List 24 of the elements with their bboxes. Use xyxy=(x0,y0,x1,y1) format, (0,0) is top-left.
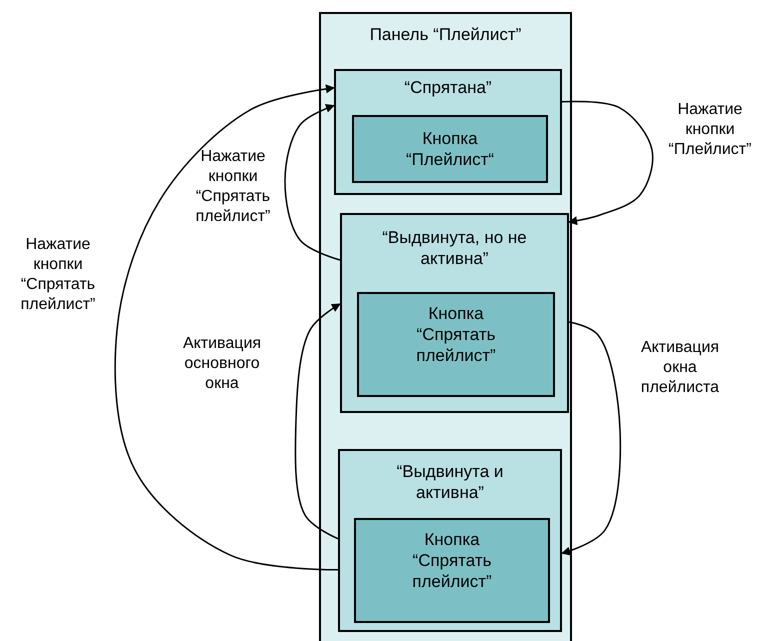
button-box xyxy=(357,292,555,397)
edge-label: Нажатие кнопки “Спрятать плейлист” xyxy=(20,235,96,315)
panel-box xyxy=(319,12,572,641)
arrow xyxy=(114,84,338,571)
button-label: Кнопка “Спрятать плейлист” xyxy=(415,303,497,366)
arrow xyxy=(561,321,622,556)
button-box xyxy=(354,518,550,623)
arrow xyxy=(294,303,341,540)
button-box xyxy=(352,115,548,183)
panel-title: Панель “Плейлист” xyxy=(368,24,522,45)
edge-label: Нажатие кнопки “Плейлист” xyxy=(668,100,752,160)
state-title: “Спрятана” xyxy=(403,77,493,98)
arrow xyxy=(284,104,340,261)
state-title: “Выдвинута и активна” xyxy=(396,461,504,503)
edge-label: Нажатие кнопки “Спрятать плейлист” xyxy=(194,147,272,227)
state-title: “Выдвинута, но не активна” xyxy=(381,227,528,269)
state-box xyxy=(338,449,562,632)
edge-label: Активация окна плейлиста xyxy=(640,338,720,398)
arrow xyxy=(562,100,654,226)
state-box xyxy=(340,213,569,413)
button-label: Кнопка “Спрятать плейлист” xyxy=(411,529,493,592)
state-box xyxy=(334,69,562,195)
button-label: Кнопка “Плейлист“ xyxy=(404,128,496,170)
edge-label: Активация основного окна xyxy=(182,334,262,394)
